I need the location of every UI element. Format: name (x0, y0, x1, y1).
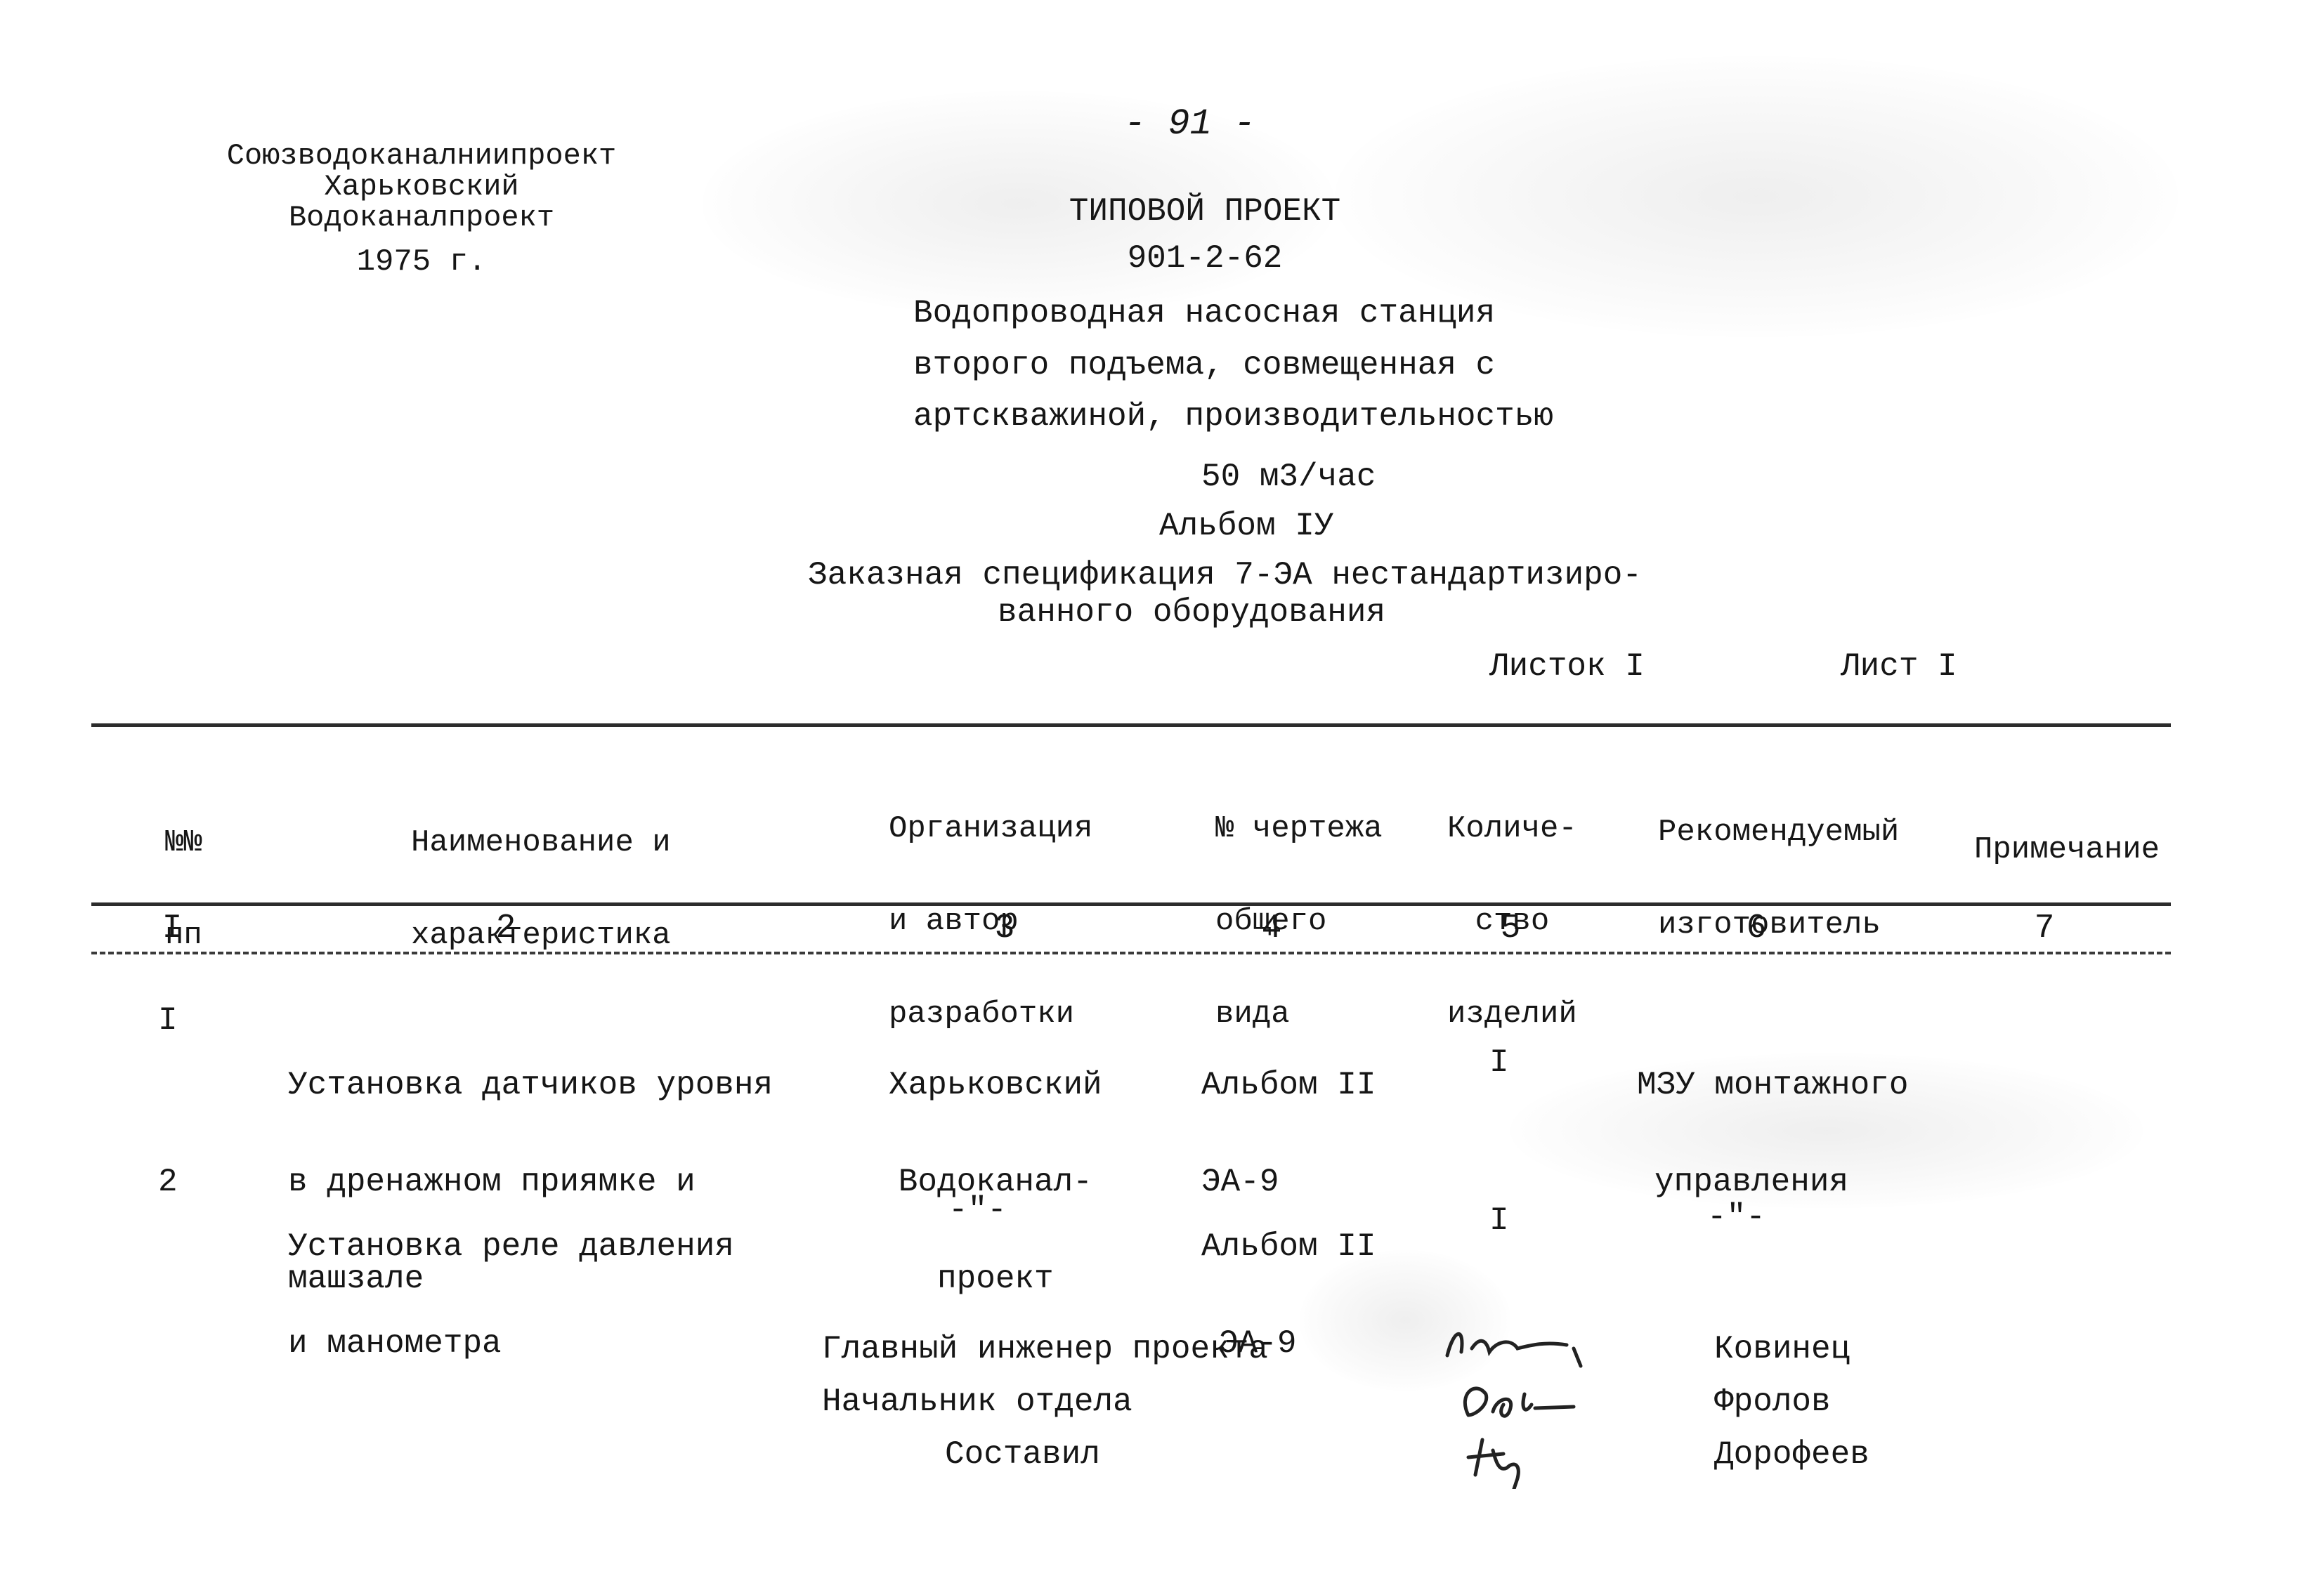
page-number: - 91 - (1124, 103, 1256, 145)
table-row-2-quantity: I (1489, 1202, 1509, 1239)
spec-line-2: ванного оборудования (998, 594, 1386, 631)
header-number: №№ пп (165, 825, 202, 953)
project-type: ТИПОВОЙ ПРОЕКТ (1069, 193, 1341, 230)
organization-line: Водоканалпроект (288, 201, 555, 235)
signature-name: Ковинец (1714, 1331, 1850, 1367)
column-number: 3 (994, 910, 1015, 947)
spec-line-1: Заказная спецификация 7-ЭА нестандартизи… (808, 557, 1642, 593)
scan-noise (1335, 56, 2178, 337)
description-line: артскважиной, производительностью (913, 398, 1553, 435)
description-line: Водопроводная насосная станция (913, 295, 1496, 331)
album: Альбом IУ (1159, 508, 1334, 544)
header-name: Наименование и характеристика (411, 825, 671, 953)
handwritten-signature (1463, 1386, 1576, 1418)
header-note: Примечание (1974, 832, 2160, 867)
header-quantity: Количе- ство изделий (1447, 811, 1577, 1032)
column-number: 6 (1746, 910, 1767, 947)
table-row-1-name: Установка датчиков уровня в дренажном пр… (288, 1067, 773, 1297)
signature-name: Фролов (1714, 1384, 1831, 1420)
project-description: Водопроводная насосная станция второго п… (913, 288, 1553, 443)
table-row-2-organization: -"- (948, 1192, 1007, 1228)
table-row-2-drawing: Альбом II ЭА-9 (1201, 1228, 1376, 1362)
table-row-1-manufacturer: МЗУ монтажного управления (1637, 1067, 1909, 1200)
signature-role: Составил (945, 1436, 1100, 1473)
signature-role: Начальник отдела (822, 1384, 1132, 1420)
organization-block: Союзводоканалниипроект Харьковский Водок… (169, 139, 674, 280)
table-colnum-rule (91, 952, 2171, 954)
header-manufacturer: Рекомендуемый изготовитель (1658, 815, 1900, 943)
table-row-1-number: I (158, 1002, 178, 1039)
handwritten-signature (1445, 1332, 1583, 1368)
project-code: 901-2-62 (1127, 239, 1283, 277)
title-block: ТИПОВОЙ ПРОЕКТ 901-2-62 (773, 188, 1637, 282)
sheets-label: Лист I (1841, 648, 1957, 685)
header-drawing: № чертежа общего вида (1215, 811, 1383, 1032)
scan-noise (1510, 1053, 2143, 1208)
organization-line: Харьковский (324, 170, 519, 204)
organization-year: 1975 г. (356, 244, 487, 280)
column-number: 7 (2034, 910, 2055, 947)
column-number: 5 (1500, 910, 1521, 947)
column-number: 2 (495, 910, 516, 947)
table-row-1-drawing: Альбом II ЭА-9 (1201, 1067, 1376, 1200)
table-row-1-quantity: I (1489, 1044, 1509, 1081)
table-header-rule (91, 902, 2171, 906)
table-top-rule (91, 723, 2171, 727)
signature-name: Дорофеев (1714, 1436, 1869, 1473)
organization-line: Союзводоканалниипроект (226, 139, 617, 173)
handwritten-signature (1466, 1438, 1520, 1489)
table-row-2-manufacturer: -"- (1707, 1199, 1765, 1235)
sheet-label: Листок I (1489, 648, 1645, 685)
signature-role: Главный инженер проекта (822, 1331, 1268, 1367)
scan-noise (703, 91, 1335, 316)
description-line: второго подъема, совмещенная с (913, 346, 1496, 383)
header-organization: Организация и автор разработки (889, 811, 1093, 1032)
table-row-2-number: 2 (158, 1164, 178, 1200)
scan-noise (1300, 1250, 1510, 1391)
column-number: 4 (1261, 910, 1282, 947)
table-row-2-name: Установка реле давления и манометра (288, 1228, 734, 1362)
table-row-1-organization: Харьковский Водоканал- проект (889, 1067, 1102, 1297)
capacity: 50 м3/час (1201, 459, 1376, 495)
column-number: I (162, 910, 183, 947)
